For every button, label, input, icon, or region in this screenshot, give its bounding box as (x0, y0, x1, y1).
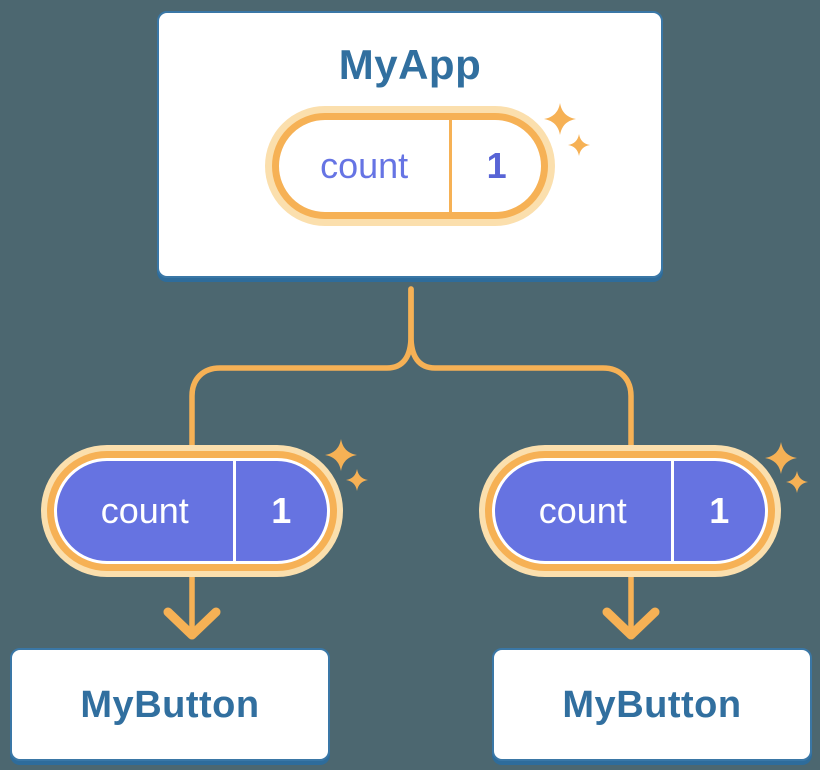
state-pill-value-cell: 1 (236, 461, 328, 561)
state-pill-label-cell: count (57, 461, 236, 561)
state-pill-right-child: count 1 (492, 458, 768, 564)
sparkle-icon (325, 439, 357, 471)
component-card-mybutton-left: MyButton (10, 648, 330, 761)
sparkle-icon (568, 134, 590, 156)
sparkle-icon (765, 442, 797, 474)
component-title: MyApp (338, 41, 482, 88)
state-pill-root: count 1 (272, 113, 548, 219)
state-pill-value-cell: 1 (674, 461, 766, 561)
arrow-down-icon (163, 607, 221, 640)
state-pill-value-cell: 1 (452, 120, 541, 212)
state-value: 1 (271, 490, 292, 531)
state-value: 1 (486, 145, 507, 186)
sparkle-icon (346, 469, 368, 491)
state-value: 1 (709, 490, 730, 531)
arrow-down-icon (602, 607, 660, 640)
state-pill-label-cell: count (279, 120, 453, 212)
state-name: count (538, 490, 627, 531)
sparkle-icon (544, 103, 576, 135)
sparkle-icon (786, 471, 808, 493)
state-name: count (100, 490, 189, 531)
state-pill-label-cell: count (495, 461, 674, 561)
component-title: MyButton (80, 683, 260, 726)
component-card-mybutton-right: MyButton (492, 648, 812, 761)
state-pill-left-child: count 1 (54, 458, 330, 564)
connector-branch-right (408, 286, 634, 630)
component-title: MyButton (562, 683, 742, 726)
component-card-myapp: MyApp count 1 (157, 11, 663, 278)
state-name: count (320, 145, 409, 186)
